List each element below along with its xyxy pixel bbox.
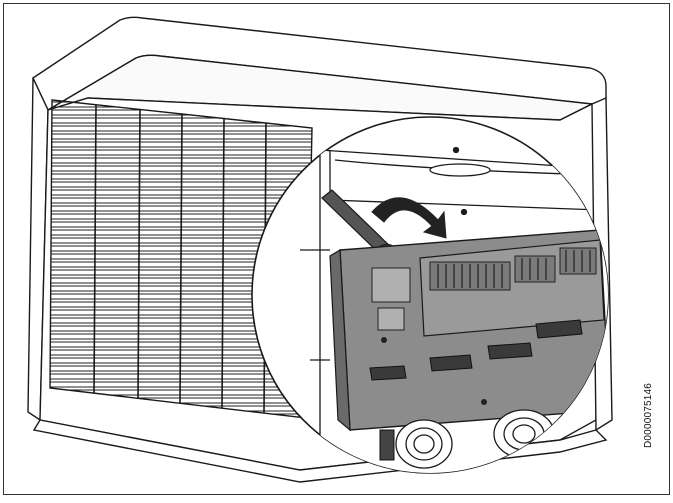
connector-4 <box>535 319 583 339</box>
connector-1 <box>369 365 407 381</box>
curved-arrow-icon <box>371 197 447 239</box>
document-code-text: D0000075146 <box>643 382 654 448</box>
cable-glands <box>395 409 555 469</box>
figure-frame <box>3 3 670 495</box>
connector-2 <box>429 354 473 372</box>
connector-3 <box>487 342 533 360</box>
air-outlet-grille <box>49 99 313 419</box>
circuit-board <box>329 229 608 461</box>
document-code: D0000075146 <box>643 383 655 460</box>
